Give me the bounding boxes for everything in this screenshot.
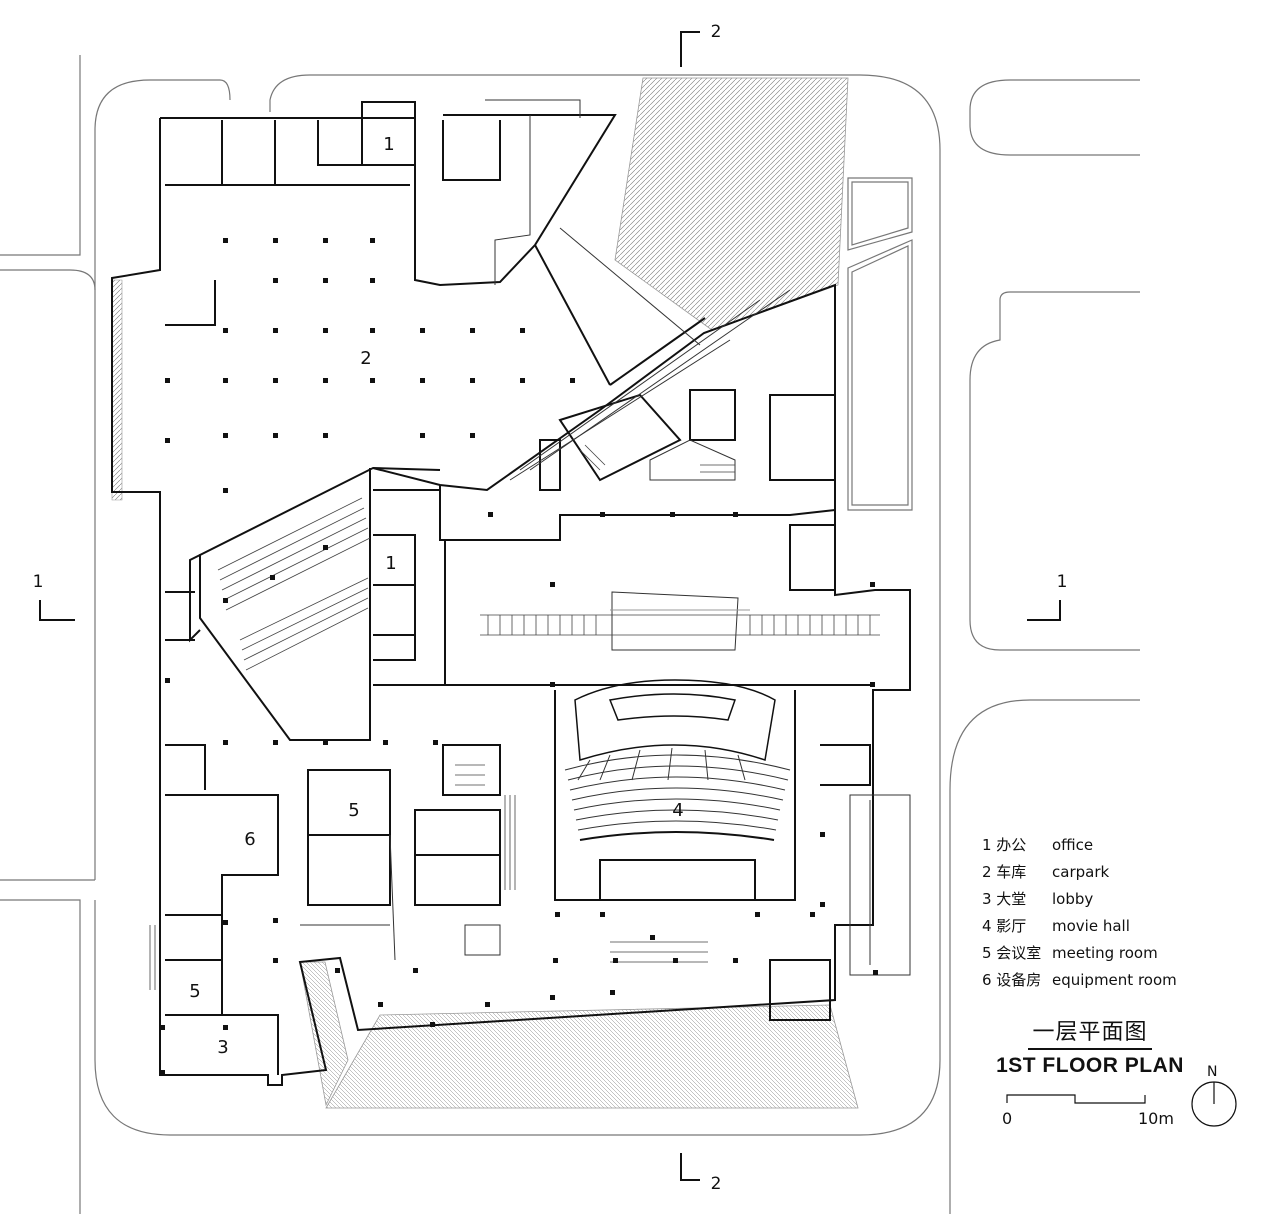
section-mark-right: 1	[1057, 572, 1068, 592]
north-label: N	[1207, 1064, 1218, 1080]
room-number-equipment: 6	[244, 829, 255, 850]
legend-code: 1 办公	[982, 836, 1027, 854]
legend-item-carpark: 2 车库 carpark	[982, 859, 1242, 886]
legend-label: office	[1052, 836, 1094, 854]
scale-start-label: 0	[1002, 1109, 1013, 1128]
room-number-office-a: 1	[383, 134, 394, 155]
legend-label: carpark	[1052, 863, 1110, 881]
room-number-carpark: 2	[360, 348, 371, 369]
legend: 1 办公 office 2 车库 carpark 3 大堂 lobby 4 影厅…	[982, 832, 1242, 994]
section-mark-bottom: 2	[711, 1174, 722, 1194]
interior-lines	[300, 99, 911, 976]
drawing-title: 一层平面图 1ST FLOOR PLAN	[990, 1014, 1190, 1078]
legend-code: 4 影厅	[982, 917, 1027, 935]
legend-code: 3 大堂	[982, 890, 1027, 908]
scale-end-label: 10m	[1138, 1109, 1174, 1128]
room-number-office-b: 1	[385, 553, 396, 574]
room-number-meeting-b: 5	[189, 981, 200, 1002]
legend-code: 6 设备房	[982, 971, 1042, 989]
legend-label: equipment room	[1052, 971, 1177, 989]
room-number-lobby: 3	[217, 1037, 228, 1058]
stair-stripes	[149, 444, 880, 990]
title-chinese: 一层平面图	[1028, 1014, 1152, 1050]
legend-code: 2 车库	[982, 863, 1027, 881]
north-arrow-icon	[1191, 1081, 1237, 1127]
scale-bar	[1006, 1094, 1146, 1104]
section-marks	[39, 31, 1061, 1181]
legend-label: meeting room	[1052, 944, 1158, 962]
legend-item-meeting-room: 5 会议室 meeting room	[982, 940, 1242, 967]
section-mark-top: 2	[711, 22, 722, 42]
section-mark-left: 1	[33, 572, 44, 592]
site-boundary	[0, 55, 1140, 1214]
structural-columns	[160, 238, 878, 1075]
hatched-landscape	[111, 77, 859, 1109]
legend-item-equipment-room: 6 设备房 equipment room	[982, 967, 1242, 994]
legend-item-office: 1 办公 office	[982, 832, 1242, 859]
legend-label: lobby	[1052, 890, 1094, 908]
legend-code: 5 会议室	[982, 944, 1042, 962]
room-number-meeting-a: 5	[348, 800, 359, 821]
auditorium-seating	[564, 609, 791, 841]
legend-item-lobby: 3 大堂 lobby	[982, 886, 1242, 913]
room-number-movie-hall: 4	[672, 800, 683, 821]
legend-label: movie hall	[1052, 917, 1130, 935]
legend-item-movie-hall: 4 影厅 movie hall	[982, 913, 1242, 940]
title-english: 1ST FLOOR PLAN	[996, 1054, 1184, 1077]
